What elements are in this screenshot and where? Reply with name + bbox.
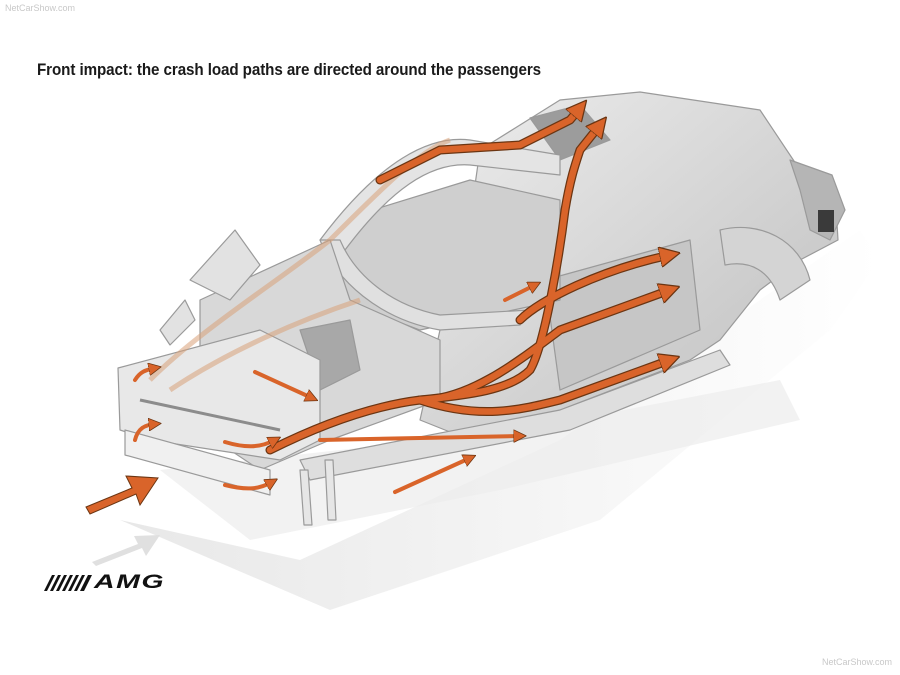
- load-path-arrows: [265, 108, 670, 455]
- secondary-arrows: [133, 285, 535, 494]
- ground-shadow: [120, 230, 880, 610]
- impact-arrow-icon: [85, 475, 159, 515]
- amg-logo: AMG: [44, 573, 163, 593]
- watermark-bottom: NetCarShow.com: [821, 657, 892, 667]
- amg-logo-text: AMG: [94, 572, 165, 593]
- caption-title: Front impact: the crash load paths are d…: [37, 61, 542, 79]
- watermark-top: NetCarShow.com: [5, 3, 76, 13]
- ghost-arrow-icon: [92, 535, 160, 566]
- amg-stripes-icon: [44, 575, 92, 591]
